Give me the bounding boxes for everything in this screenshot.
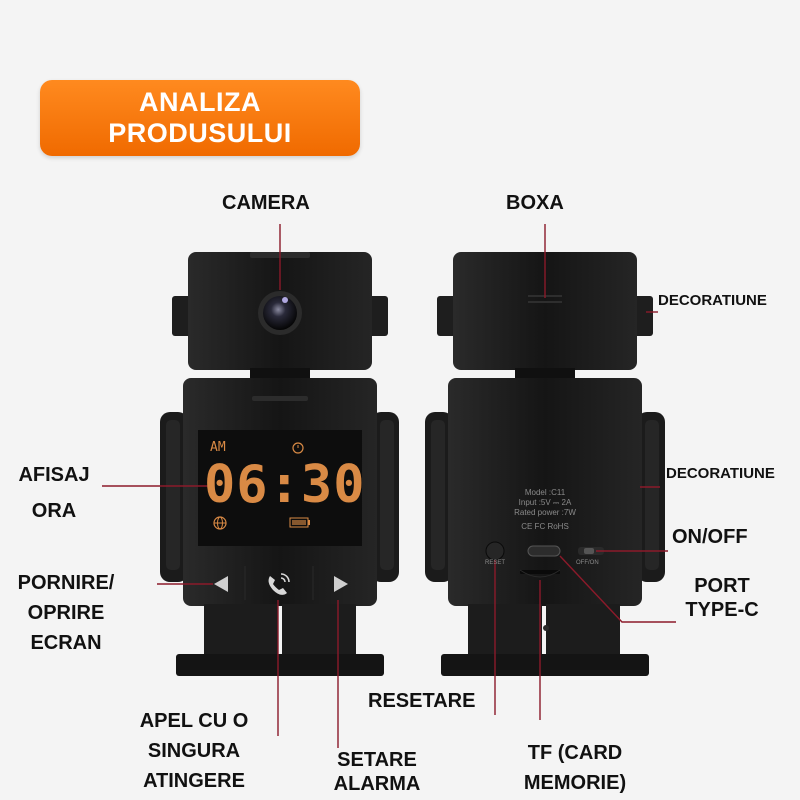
clock-display: 06:30 xyxy=(204,455,366,515)
am-indicator: AM xyxy=(210,440,226,455)
reset-button xyxy=(485,541,505,561)
model-text: Model :C11 xyxy=(524,488,566,497)
onoff-text: OFF/ON xyxy=(576,560,599,566)
battery-icon xyxy=(289,517,310,528)
label-setare-line1: SETARE xyxy=(337,749,417,771)
tf-card-slot xyxy=(520,570,560,574)
label-apel: APEL CU O SINGURA ATINGERE xyxy=(126,706,262,796)
title-line-1: ANALIZA xyxy=(139,87,261,117)
power-text: Rated power :7W xyxy=(514,508,576,517)
label-setare: SETARE ALARMA xyxy=(320,748,434,796)
label-tf: TF (CARD MEMORIE) xyxy=(510,738,640,798)
label-pornire-line2: OPRIRE xyxy=(27,602,105,624)
label-apel-line1: APEL CU O xyxy=(139,710,249,732)
label-camera: CAMERA xyxy=(222,192,310,214)
label-tf-line1: TF (CARD xyxy=(527,742,623,764)
reset-text: RESET xyxy=(485,560,506,566)
callout-lines xyxy=(102,224,676,748)
label-apel-line2: SINGURA xyxy=(147,740,241,762)
label-pornire-line3: ECRAN xyxy=(30,632,102,654)
label-afisaj-line2: ORA xyxy=(31,500,77,522)
label-decoratiune-mid: DECORATIUNE xyxy=(666,465,775,482)
label-tf-line2: MEMORIE) xyxy=(523,772,627,794)
back-head xyxy=(453,252,637,370)
label-port: PORT TYPE-C xyxy=(676,574,768,622)
camera-lens-icon xyxy=(258,291,302,335)
label-apel-line3: ATINGERE xyxy=(143,770,245,792)
title-badge: ANALIZA PRODUSULUI xyxy=(40,80,360,156)
right-arrow-icon xyxy=(334,576,348,592)
label-pornire: PORNIRE/ OPRIRE ECRAN xyxy=(2,568,130,658)
label-on-off: ON/OFF xyxy=(672,526,748,548)
title-line-2: PRODUSULUI xyxy=(108,118,292,148)
certification-marks: CE FC RoHS xyxy=(521,522,569,531)
label-setare-line2: ALARMA xyxy=(333,773,421,795)
back-robot xyxy=(425,252,665,676)
front-robot xyxy=(160,252,399,676)
back-panel-info: Model :C11 Input :5V ⎓ 2A Rated power :7… xyxy=(500,488,590,532)
label-afisaj-line1: AFISAJ xyxy=(18,464,90,486)
label-decoratiune-top: DECORATIUNE xyxy=(658,292,767,309)
phone-icon xyxy=(268,573,290,595)
label-boxa: BOXA xyxy=(506,192,564,214)
label-resetare: RESETARE xyxy=(368,690,476,712)
label-port-line1: PORT xyxy=(694,575,750,597)
type-c-port xyxy=(527,545,561,557)
globe-icon xyxy=(213,516,227,530)
left-arrow-icon xyxy=(214,576,228,592)
alarm-clock-icon xyxy=(292,442,304,454)
input-text: Input :5V ⎓ 2A xyxy=(518,498,572,507)
label-pornire-line1: PORNIRE/ xyxy=(17,572,115,594)
label-port-line2: TYPE-C xyxy=(685,599,759,621)
label-afisaj-ora: AFISAJ ORA xyxy=(8,460,100,526)
